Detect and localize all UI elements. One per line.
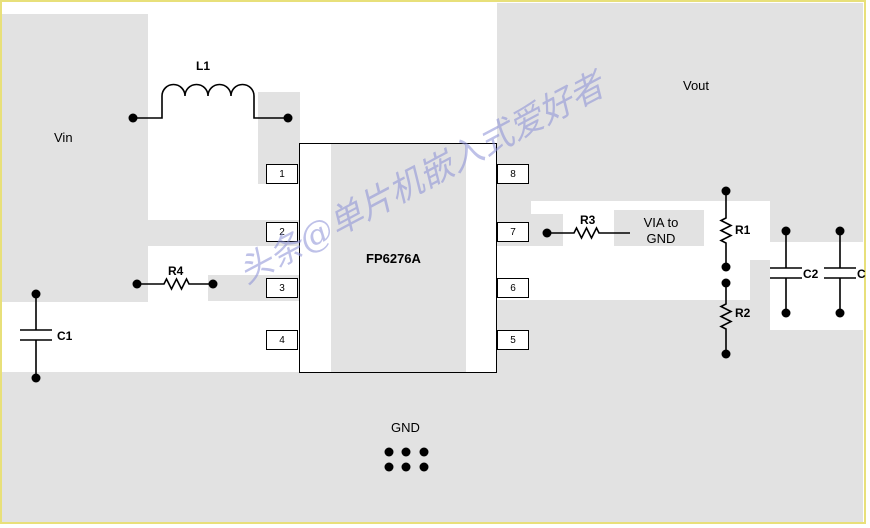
via-note-line1: VIA to: [643, 215, 679, 230]
via-to-gnd-note: VIA to GND: [616, 215, 706, 247]
r4-label: R4: [168, 264, 184, 278]
c1-clearance: [2, 302, 299, 372]
pin-2: 2: [266, 222, 298, 242]
gnd-copper-left: [2, 372, 299, 392]
pin-8: 8: [497, 164, 529, 184]
r1-label: R1: [735, 223, 751, 237]
resistor-r1: [719, 191, 733, 267]
gnd-vias: [384, 447, 429, 472]
c2-label: C2: [803, 267, 819, 281]
vin-label: Vin: [54, 130, 73, 145]
pin-1: 1: [266, 164, 298, 184]
r2-label: R2: [735, 306, 751, 320]
capacitor-c3: [824, 231, 856, 313]
pin-3: 3: [266, 278, 298, 298]
resistor-r4: [137, 277, 213, 291]
pin-6: 6: [497, 278, 529, 298]
via-note-line2: GND: [646, 231, 676, 246]
inductor-l1: [133, 83, 288, 119]
c1-label: C1: [57, 329, 73, 343]
right-gnd-block: [750, 260, 770, 300]
capacitor-c2: [770, 231, 802, 313]
via-to-gnd-area: [614, 210, 704, 252]
vout-copper-area: [497, 3, 863, 201]
pin-4: 4: [266, 330, 298, 350]
resistor-r3: [547, 226, 630, 240]
r3-label: R3: [580, 213, 596, 227]
l1-label: L1: [196, 59, 211, 73]
gnd-label: GND: [391, 420, 420, 435]
pin6-clearance: [497, 246, 750, 300]
vin-copper-area: [2, 14, 148, 302]
vout-label: Vout: [683, 78, 710, 93]
c3-label: C: [857, 267, 866, 281]
ic-name: FP6276A: [366, 251, 421, 266]
resistor-r2: [719, 283, 733, 354]
capacitor-c1: [20, 294, 52, 378]
ic-exposed-pad: [331, 144, 466, 372]
pin-5: 5: [497, 330, 529, 350]
pin-7: 7: [497, 222, 529, 242]
